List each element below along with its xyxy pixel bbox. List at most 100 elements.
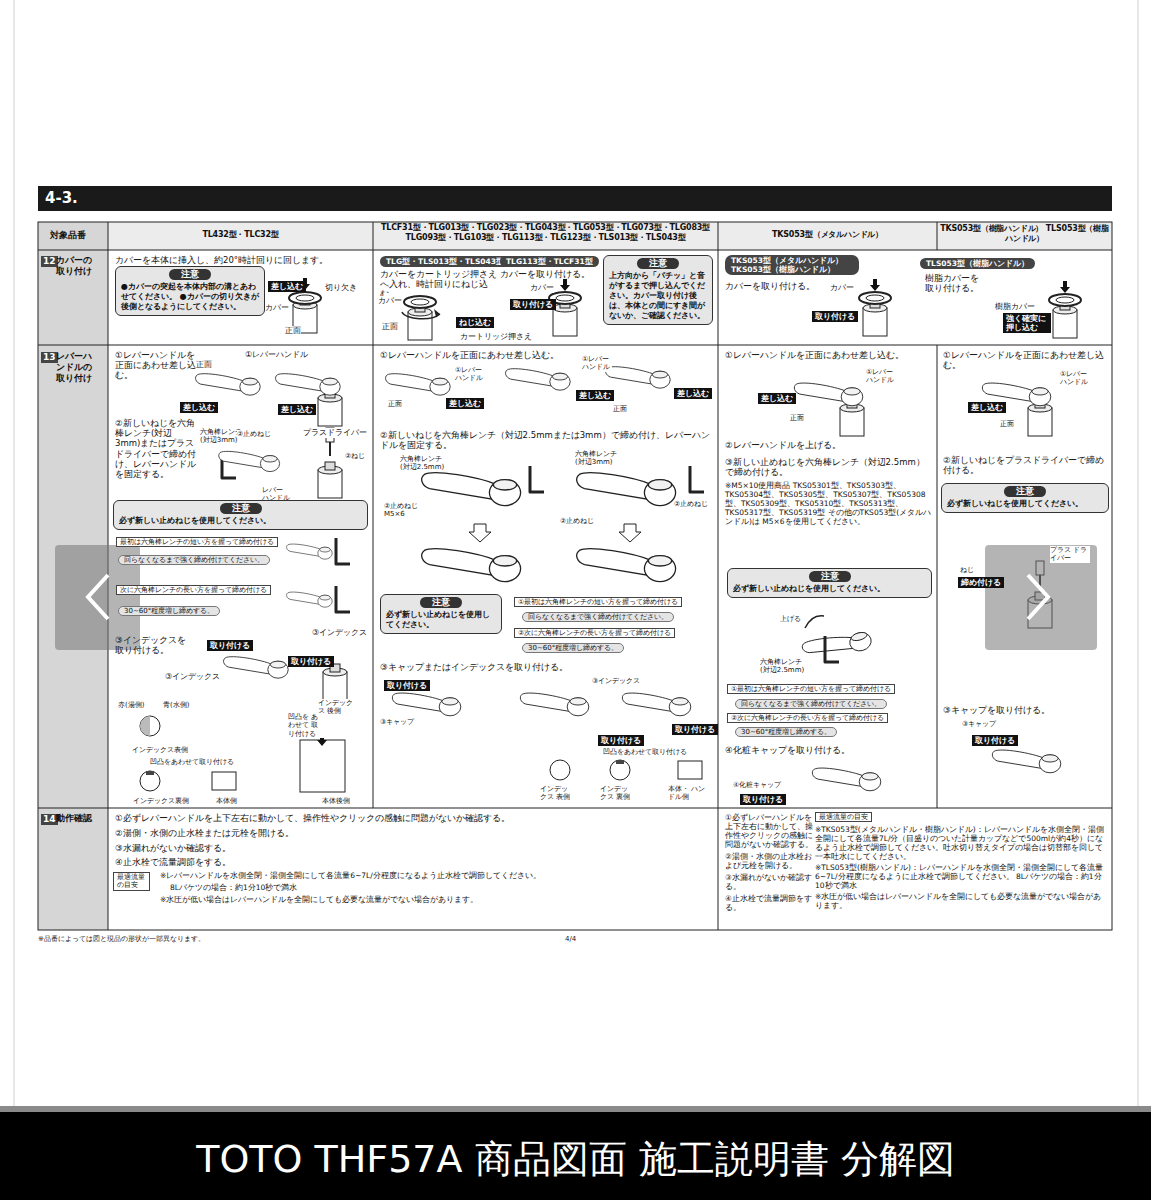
- note-text: ※TLS053型(樹脂ハンドル)：レバーハンドルを水側全閉・湯側全開にして各流量…: [815, 863, 1108, 890]
- instruction-text: ①レバーハンドルを正面にあわせ差し込む。: [380, 350, 559, 360]
- instruction-text: ①必ずレバーハンドルを上下左右に動かして、操作性やクリックの感触に問題がないか確…: [115, 813, 510, 823]
- index-notch: [616, 760, 624, 764]
- step-arrow: [469, 524, 491, 542]
- part-label: 正面: [790, 414, 804, 422]
- part-label: ①レバー ハンドル: [866, 368, 896, 385]
- tip-box: 最初は六角棒レンチの短い方を握って締め付ける: [116, 537, 278, 547]
- note-text: ③水漏れがないか確認する。: [725, 873, 813, 891]
- lever-handle: [812, 768, 880, 791]
- tip-box: ②次に六角棒レンチの長い方を握って締め付ける: [727, 713, 888, 723]
- tip-box: 最適流量の目安: [113, 872, 150, 891]
- part-label: 正面: [382, 322, 398, 332]
- section-bar: [38, 186, 1112, 211]
- lever-handle: [801, 626, 873, 666]
- page-edge: [14, 0, 15, 1106]
- part-label: 本体・ ハンドル側: [668, 785, 708, 802]
- caution-box: 注意上方向から「パチッ」と音がするまで押し込んでください。カバー取り付け後は、本…: [603, 255, 713, 325]
- part-label: ②ねじ: [345, 452, 365, 460]
- action-tag: 取り付ける: [672, 724, 718, 735]
- part-label: カバー: [378, 296, 402, 306]
- part-label: ①レバー ハンドル: [582, 355, 612, 372]
- note-text: ※レバーハンドルを水側全閉・湯側全開にして各流量6~7L/分程度になるよう止水栓…: [160, 871, 541, 880]
- part-label: カバー: [530, 283, 554, 293]
- hex-wrench: [336, 538, 350, 564]
- note-text: ※水圧が低い場合はレバーハンドルを全開にしても必要な流量がでない場合があります。: [160, 895, 478, 904]
- part-label: 青(水側): [163, 701, 189, 709]
- lever-handle: [520, 693, 588, 716]
- part-label: 樹脂カバー: [995, 302, 1035, 312]
- tip-note: 30~60°程度増し締めする。: [735, 727, 837, 737]
- faucet-body: [318, 462, 342, 498]
- index-cap: [610, 760, 630, 780]
- part-label: ①レバー ハンドル: [1060, 370, 1090, 387]
- action-tag: 差し込む: [674, 388, 712, 399]
- part-label: インデックス 裏側: [600, 785, 634, 802]
- instruction-text: ②湯側・水側の止水栓または元栓を開ける。: [115, 828, 294, 838]
- col-header-fill: [108, 222, 1112, 250]
- part-label: ②止めねじ M5×6: [384, 502, 424, 519]
- tip-box: ②次に六角棒レンチの長い方を握って締め付ける: [514, 628, 675, 638]
- arrow: [870, 279, 880, 291]
- note-text: ※M5×10使用商品 TKS05301型、TKS05303型、TKS05304型…: [725, 481, 933, 526]
- row-header: カバーの取り付け: [56, 255, 96, 277]
- part-label: ②止めねじ: [237, 430, 271, 438]
- lever-handle: [276, 374, 341, 396]
- lever-handle: [219, 451, 280, 471]
- instruction-text: ②新しいねじを六角棒レンチ(対辺3mm)またはプラスドライバーで締め付け、レバー…: [115, 418, 197, 479]
- faucet-body: [553, 300, 577, 336]
- part-label: カバー: [830, 283, 854, 293]
- lever-handle: [224, 657, 289, 679]
- part-label: プラスドライバー: [303, 428, 367, 438]
- lever-handle: [622, 693, 690, 716]
- index-notch: [146, 771, 154, 775]
- note-text: ※水圧が低い場合はレバーハンドルを全開にしても必要な流量がでない場合があります。: [815, 892, 1108, 910]
- lever-handle: [392, 693, 460, 716]
- instruction-text: 樹脂カバーを取り付ける。: [925, 273, 980, 293]
- faucet-body: [863, 300, 887, 336]
- instruction-text: ④化粧キャップを取り付ける。: [725, 745, 850, 755]
- arrow: [560, 279, 570, 291]
- action-tag: 取り付ける: [598, 735, 644, 746]
- part-label: ②止めねじ: [560, 517, 594, 525]
- step-number: 13: [41, 352, 58, 363]
- tip-box: ①最初は六角棒レンチの短い方を握って締め付ける: [727, 684, 895, 694]
- action-tag: 取り付ける: [510, 299, 556, 310]
- caution-heading: 注意: [420, 597, 462, 608]
- caution-box: 注意必ず新しいねじを使用してください。: [941, 483, 1109, 513]
- lever-handle: [196, 374, 261, 396]
- lever-handle: [287, 592, 333, 607]
- action-tag: 取り付ける: [384, 680, 430, 691]
- turn-arrow: [402, 312, 440, 319]
- part-label: インデックス表側: [132, 746, 188, 754]
- caution-box: 注意●カバーの突起を本体内部の溝とあわせてください。 ●カバーの切り欠きが後側と…: [115, 266, 265, 316]
- part-label: カバー: [265, 303, 289, 313]
- arrow: [1060, 281, 1070, 293]
- caption: TOTO THF57A 商品図面 施工説明書 分解図: [0, 1137, 1151, 1183]
- caption-band: [0, 1112, 1151, 1200]
- part-label: 本体後側: [322, 797, 350, 805]
- faucet-body: [408, 304, 432, 340]
- caution-text: 上方向から「パチッ」と音がするまで押し込んでください。カバー取り付け後は、本体と…: [609, 271, 707, 321]
- tip-note: 回らなくなるまで強く締め付けてください。: [118, 555, 270, 565]
- table-header: TKS053型（メタルハンドル）: [718, 230, 937, 240]
- action-tag: ねじ込む: [456, 317, 494, 328]
- tip-note: 回らなくなるまで強く締め付けてください。: [522, 612, 674, 622]
- instruction-text: カバーをカートリッジ押さえへ入れ、時計回りにねじ込む。: [380, 269, 498, 300]
- part-label: 正面: [388, 400, 402, 408]
- row-header: 動作確認: [56, 813, 96, 824]
- part-label: 正面: [196, 360, 212, 370]
- part-label: 六角棒レンチ (対辺2.5mm): [400, 455, 452, 472]
- part-label: カートリッジ押さえ: [460, 332, 532, 342]
- body-side: [678, 761, 702, 779]
- instruction-text: ③新しい止めねじを六角棒レンチ（対辺2.5mm）で締め付ける。: [725, 457, 933, 477]
- index-cap: [140, 771, 160, 791]
- part-label: ねじ: [960, 566, 974, 574]
- part-label: インデックス裏側: [133, 797, 189, 805]
- caution-heading: 注意: [220, 503, 262, 514]
- step-number: 12: [41, 256, 58, 267]
- action-tag: 締め付ける: [958, 577, 1004, 588]
- caution-text: 必ず新しいねじを使用してください。: [947, 499, 1103, 509]
- model-tag: TLG113型・TLCF31型: [500, 256, 599, 267]
- lever-handle: [386, 374, 451, 396]
- caution-box: 注意必ず新しい止めねじを使用してください。: [727, 568, 932, 598]
